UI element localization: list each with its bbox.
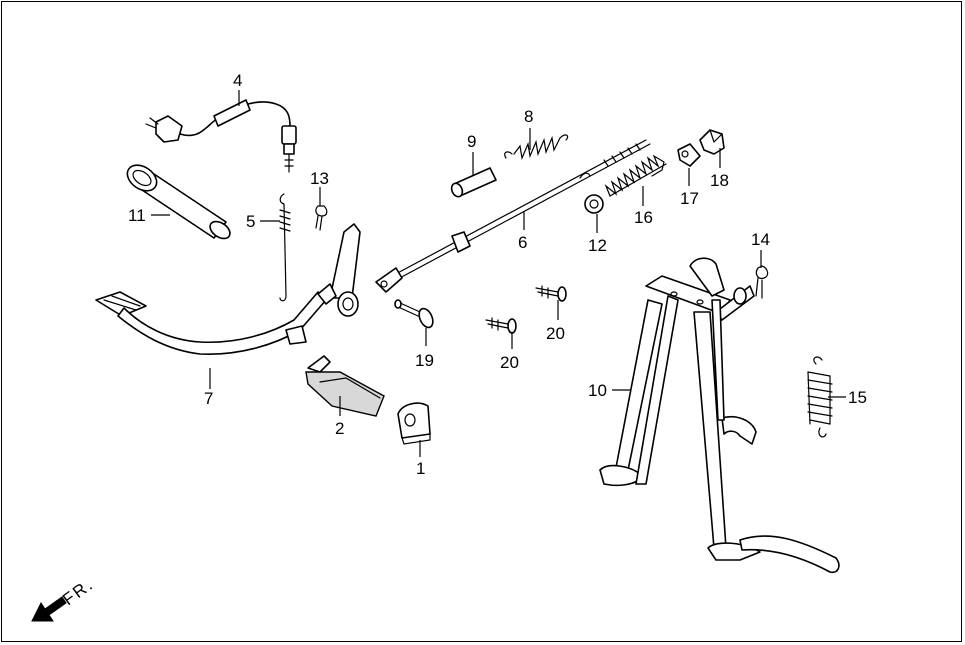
callout-17: 17 [680,189,699,208]
front-direction-arrow-icon [31,596,67,622]
callout-11: 11 [128,206,146,225]
callout-10: 10 [588,381,607,400]
part-10-main-stand [599,257,840,574]
callout-8: 8 [524,107,533,126]
callout-16: 16 [634,208,653,227]
callout-19: 19 [415,351,434,370]
part-12-washer [584,194,604,214]
part-19-pin [394,299,434,329]
part-20-screw-b [535,285,567,302]
part-14-cotter-pin [755,265,769,299]
callout-15: 15 [848,388,867,407]
callout-14: 14 [751,230,770,249]
callout-6: 6 [518,233,527,252]
part-1-stopper [397,402,431,445]
callout-12: 12 [588,236,607,255]
part-11-pivot-pipe [126,164,231,240]
callout-4: 4 [233,71,242,90]
callout-7: 7 [204,389,213,408]
part-7-brake-pedal [95,223,361,356]
part-20-screw-a [485,317,517,334]
callout-2: 2 [335,419,344,438]
callout-20-lower: 20 [500,353,519,372]
part-16-spring [604,154,667,197]
front-direction-indicator: FR. [31,574,97,622]
part-5-spring [279,193,291,302]
callout-1: 1 [416,459,425,478]
callout-18: 18 [710,171,729,190]
callout-5: 5 [246,212,255,231]
part-15-spring [807,356,833,438]
callout-20-upper: 20 [546,324,565,343]
part-13-cotter-pin [315,205,328,231]
part-4-stop-switch [145,99,297,173]
callout-labels: 4 11 5 13 7 2 1 19 20 20 6 8 9 12 16 17 … [128,71,867,478]
part-8-spring [504,134,569,161]
callout-13: 13 [310,169,329,188]
leader-lines [151,90,846,457]
part-18-nut [699,129,725,155]
part-6-brake-rod [375,139,651,293]
part-2-bracket [305,355,385,417]
callout-9: 9 [467,132,476,151]
part-9-collar [450,167,497,198]
part-17-joint [677,143,701,167]
